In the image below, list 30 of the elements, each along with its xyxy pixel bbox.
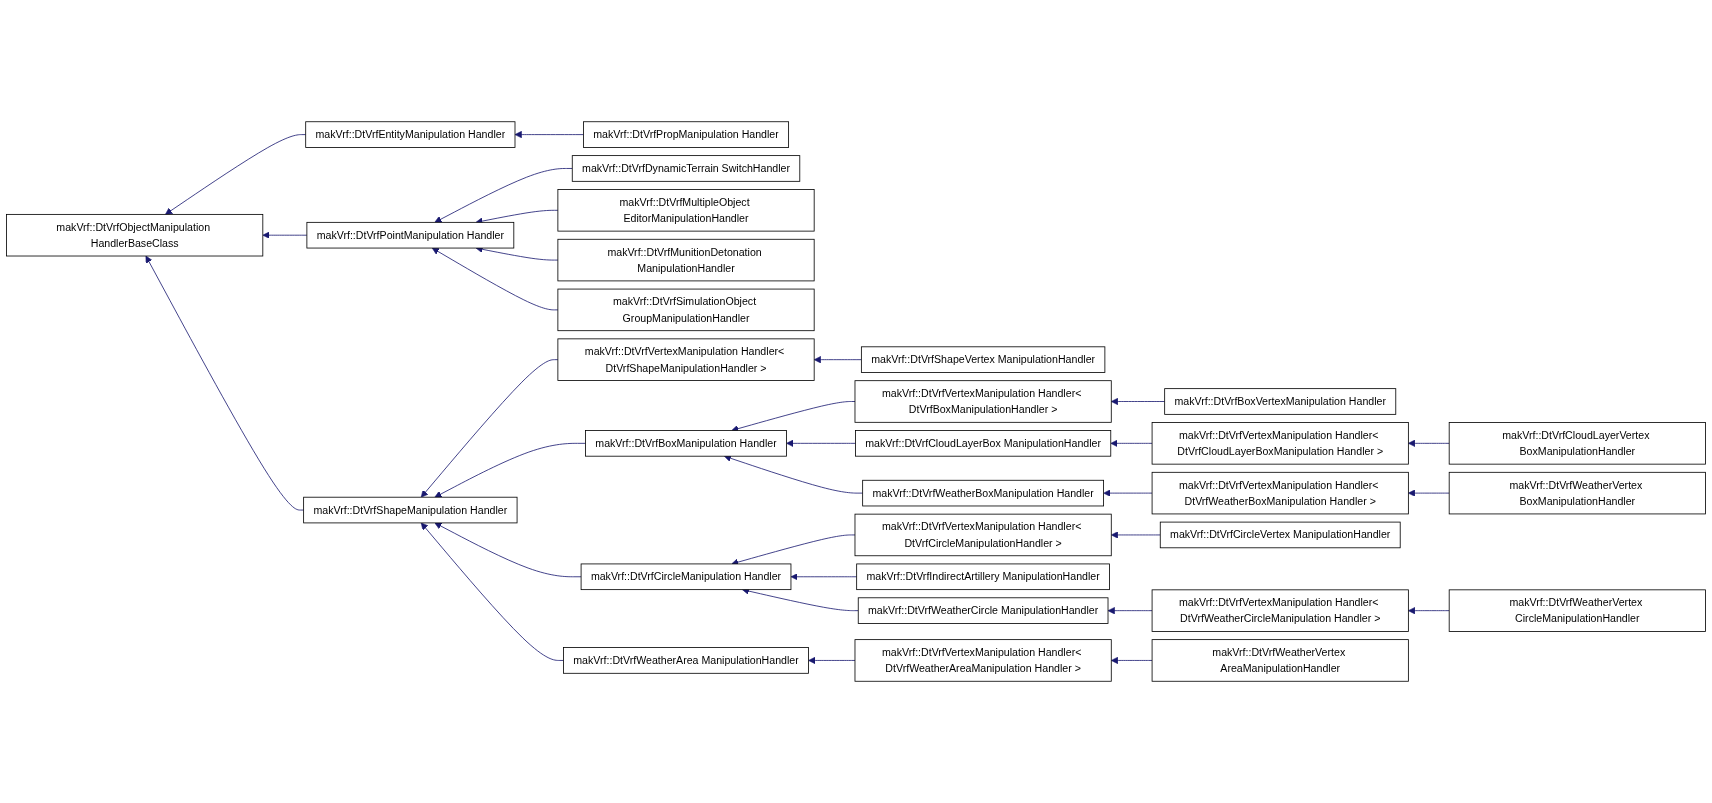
node-box: makVrf::DtVrfPointManipulation Handler bbox=[306, 221, 515, 249]
node-box: makVrf::DtVrfWeatherVertex BoxManipulationHandler bbox=[1448, 471, 1706, 515]
node-box: makVrf::DtVrfBoxManipulation Handler bbox=[585, 430, 787, 457]
node-box: makVrf::DtVrfVertexManipulation Handler< DtVrfWeatherAreaManipulation Handler > bbox=[854, 639, 1112, 682]
node-box: makVrf::DtVrfShapeManipulation Handler bbox=[303, 496, 518, 524]
node-box: makVrf::DtVrfVertexManipulation Handler< DtVrfShapeManipulationHandler > bbox=[557, 338, 815, 381]
node-box: makVrf::DtVrfCloudLayerBox ManipulationHandler bbox=[855, 430, 1112, 457]
node-box: makVrf::DtVrfIndirectArtillery ManipulationHandler bbox=[856, 563, 1110, 591]
node-box: makVrf::DtVrfMunitionDetonation ManipulationHandler bbox=[557, 238, 815, 282]
node-box: makVrf::DtVrfVertexManipulation Handler< DtVrfWeatherBoxManipulation Handler > bbox=[1151, 471, 1409, 515]
node-box: makVrf::DtVrfWeatherArea ManipulationHandler bbox=[563, 647, 809, 674]
node-box: makVrf::DtVrfWeatherVertex CircleManipulationHandler bbox=[1448, 589, 1706, 632]
node-box: makVrf::DtVrfWeatherVertex AreaManipulationHandler bbox=[1151, 639, 1409, 682]
node-box: makVrf::DtVrfWeatherBoxManipulation Handler bbox=[862, 479, 1104, 507]
node-box: makVrf::DtVrfEntityManipulation Handler bbox=[305, 121, 516, 148]
node-box: makVrf::DtVrfVertexManipulation Handler< DtVrfCloudLayerBoxManipulation Handler > bbox=[1151, 422, 1409, 465]
node-box: makVrf::DtVrfSimulationObject GroupManipulationHandler bbox=[557, 288, 815, 332]
node-box: makVrf::DtVrfCloudLayerVertex BoxManipulationHandler bbox=[1448, 422, 1706, 465]
node-box: makVrf::DtVrfCircleManipulation Handler bbox=[580, 563, 792, 591]
node-box: makVrf::DtVrfVertexManipulation Handler< DtVrfCircleManipulationHandler > bbox=[854, 513, 1112, 557]
node-box: makVrf::DtVrfVertexManipulation Handler< DtVrfWeatherCircleManipulation Handler > bbox=[1151, 589, 1409, 632]
node-box: makVrf::DtVrfShapeVertex ManipulationHandler bbox=[860, 346, 1106, 373]
node-box: makVrf::DtVrfPropManipulation Handler bbox=[583, 121, 789, 148]
node-box: makVrf::DtVrfCircleVertex ManipulationHandler bbox=[1159, 521, 1401, 549]
node-box: makVrf::DtVrfBoxVertexManipulation Handler bbox=[1164, 388, 1397, 415]
node-box: makVrf::DtVrfWeatherCircle ManipulationHandler bbox=[857, 597, 1109, 624]
node-box: makVrf::DtVrfObjectManipulation HandlerBaseClass bbox=[6, 213, 264, 257]
node-box: makVrf::DtVrfVertexManipulation Handler< DtVrfBoxManipulationHandler > bbox=[854, 380, 1112, 423]
node-box: makVrf::DtVrfDynamicTerrain SwitchHandler bbox=[571, 155, 801, 182]
node-box: makVrf::DtVrfMultipleObject EditorManipulationHandler bbox=[557, 189, 815, 232]
